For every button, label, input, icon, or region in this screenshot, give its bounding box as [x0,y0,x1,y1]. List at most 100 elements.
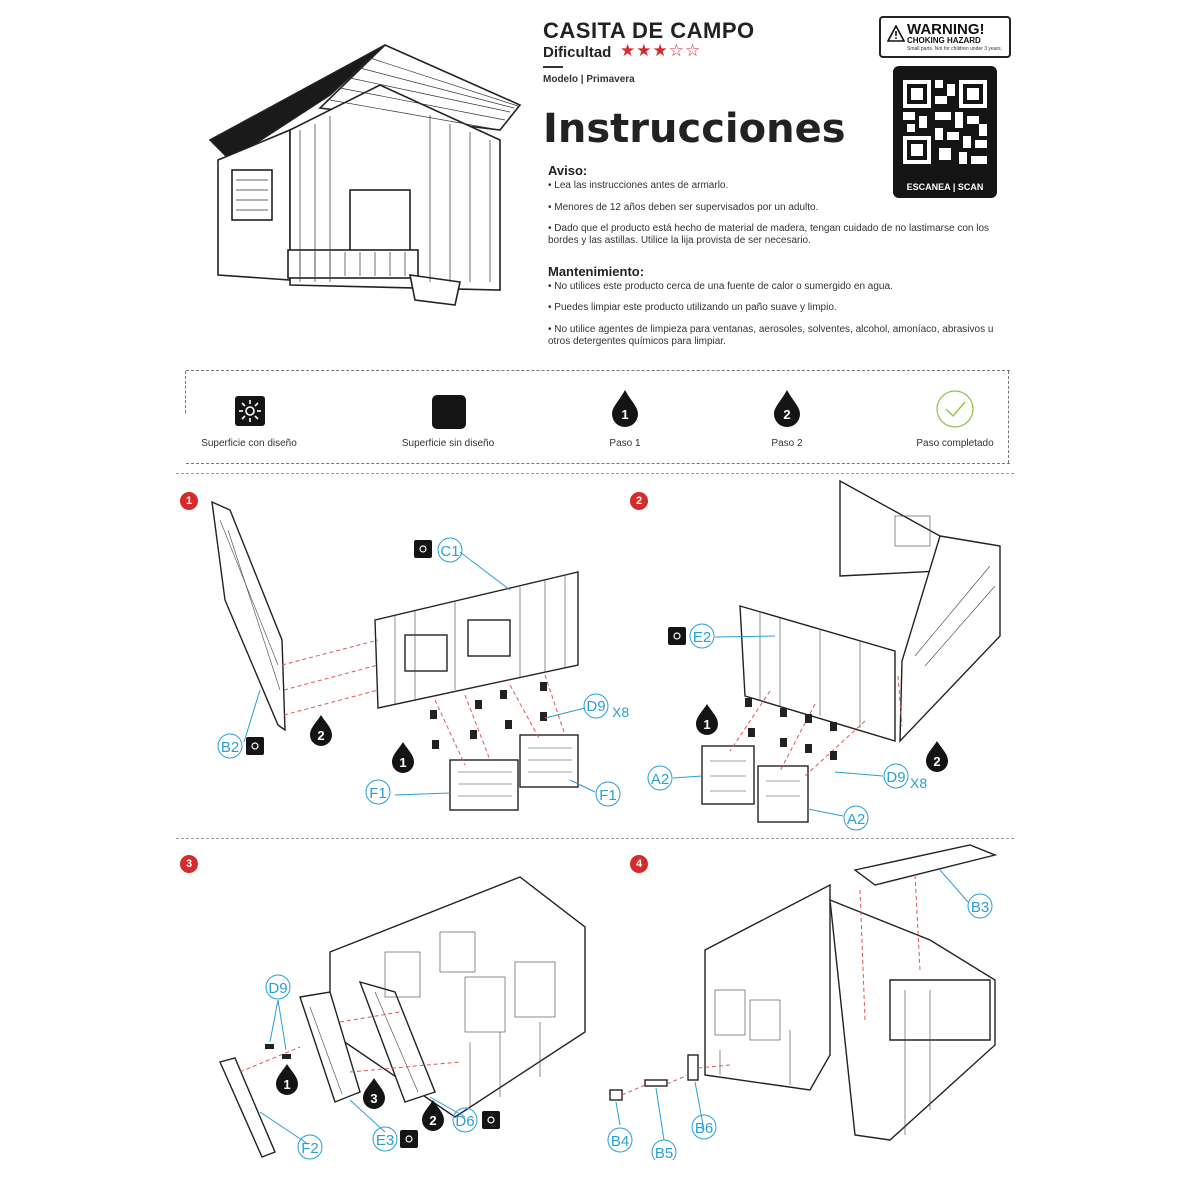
section-divider [176,473,1014,474]
legend-label: Paso 2 [771,438,803,449]
step-1-drop-icon: 1 [276,1064,298,1095]
step-badge: 2 [630,492,648,510]
legend-label: Superficie sin diseño [401,438,495,449]
part-b5 [644,1079,668,1087]
part-label: D6 [455,1113,474,1130]
panel-back [839,479,941,577]
check-circle-icon [936,390,974,428]
legend-label: Paso completado [916,438,994,449]
patterned-surface-icon [235,396,265,426]
part-label: D9 [268,980,287,997]
step-badge: 4 [630,855,648,873]
part-label: B4 [611,1133,629,1150]
part-label: F1 [599,787,617,804]
mantenimiento-item: No utilice agentes de limpieza para vent… [548,324,1008,348]
product-title: CASITA DE CAMPO [543,18,755,43]
patterned-surface-icon [414,540,432,558]
step-2-drop-icon: 2 [926,741,948,772]
step-2-diagram: E2 D9 X8 A2 A2 1 2 [647,479,1001,831]
instructions-heading: Instrucciones [543,106,846,152]
post-f2 [219,1057,276,1158]
step-3-diagram: D9 F2 E3 D6 1 2 3 [219,876,586,1160]
step-2-drop-icon: 2 [422,1100,444,1131]
aviso-item: Lea las instrucciones antes de armarlo. [548,180,1008,192]
shutter-a2 [701,745,755,805]
quantity-label: X8 [612,704,629,720]
symbol-legend: Superficie con diseño Superficie sin dis… [185,370,1010,464]
legend-label: Superficie con diseño [201,438,297,449]
svg-text:2: 2 [429,1113,436,1128]
shutter-a2 [757,765,809,823]
part-label: D9 [886,769,905,786]
svg-text:1: 1 [399,755,406,770]
step-2-drop-icon: 2 [310,715,332,746]
part-label: A2 [847,811,865,828]
section-divider [176,838,1014,839]
patterned-surface-icon [482,1111,500,1129]
part-b6 [687,1054,699,1081]
step-4-diagram: B3 B4 B5 B6 [607,844,998,1160]
svg-text:1: 1 [283,1077,290,1092]
doorframe [889,979,991,1041]
qr-code-card[interactable]: ESCANEA | SCAN [893,66,997,198]
title-rule [543,66,563,68]
part-label: D9 [586,698,605,715]
step-2-drop-icon: 2 [774,390,800,427]
patterned-surface-icon [246,737,264,755]
svg-text:1: 1 [621,407,628,422]
step-1-drop-icon: 1 [612,390,638,427]
shutter-f1 [519,734,579,788]
svg-text:2: 2 [783,407,790,422]
house-illustration [208,44,522,306]
roof-piece-b3 [853,844,998,886]
svg-text:2: 2 [933,754,940,769]
quantity-label: X8 [910,775,927,791]
mantenimiento-heading: Mantenimiento: [548,264,645,279]
difficulty-label: Dificultad [543,44,612,61]
model-label: Modelo | Primavera [543,74,635,85]
choking-hazard-warning: WARNING! CHOKING HAZARD Small parts. Not… [879,16,1011,58]
step-badge: 3 [180,855,198,873]
legend-label: Paso 1 [609,438,641,449]
patterned-surface-icon [668,627,686,645]
svg-text:1: 1 [703,717,710,732]
part-label: B6 [695,1120,713,1137]
aviso-item: Dado que el producto está hecho de mater… [548,223,1008,247]
qr-code-icon [899,76,991,168]
step-1-drop-icon: 1 [696,704,718,735]
mantenimiento-item: No utilices este producto cerca de una f… [548,281,1008,293]
part-label: B3 [971,899,989,916]
panel-side [899,535,1001,743]
mantenimiento-item: Puedes limpiar este producto utilizando … [548,302,1008,314]
aviso-heading: Aviso: [548,163,588,178]
step-badge: 1 [180,492,198,510]
step-1-drop-icon: 1 [392,742,414,773]
aviso-item: Menores de 12 años deben ser supervisado… [548,202,1008,214]
svg-text:2: 2 [317,728,324,743]
step-3-drop-icon: 3 [363,1078,385,1109]
svg-text:3: 3 [370,1091,377,1106]
part-b4 [609,1089,623,1101]
part-label: C1 [440,543,459,560]
part-label: A2 [651,771,669,788]
part-label: B2 [221,739,239,756]
part-label: F1 [369,785,387,802]
warning-note: Small parts. Not for children under 3 ye… [907,46,1003,52]
patterned-surface-icon [400,1130,418,1148]
plain-surface-icon [432,395,466,429]
part-label: B5 [655,1145,673,1160]
panel-d6 [358,980,436,1103]
part-label: E3 [376,1132,394,1149]
part-label: F2 [301,1140,319,1157]
shutter-f1 [449,759,519,811]
warning-title: WARNING! [907,21,985,38]
difficulty-stars: ★★★☆☆ [620,41,702,60]
house-left [704,883,831,1091]
warning-subtitle: CHOKING HAZARD [907,36,981,45]
panel-e2 [739,605,896,742]
panel-b2 [211,500,286,732]
part-label: E2 [693,629,711,646]
warning-triangle-icon [887,25,905,42]
panel-e3 [299,991,361,1103]
step-1-diagram: C1 D9 X8 B2 F1 F1 1 2 [211,500,629,811]
